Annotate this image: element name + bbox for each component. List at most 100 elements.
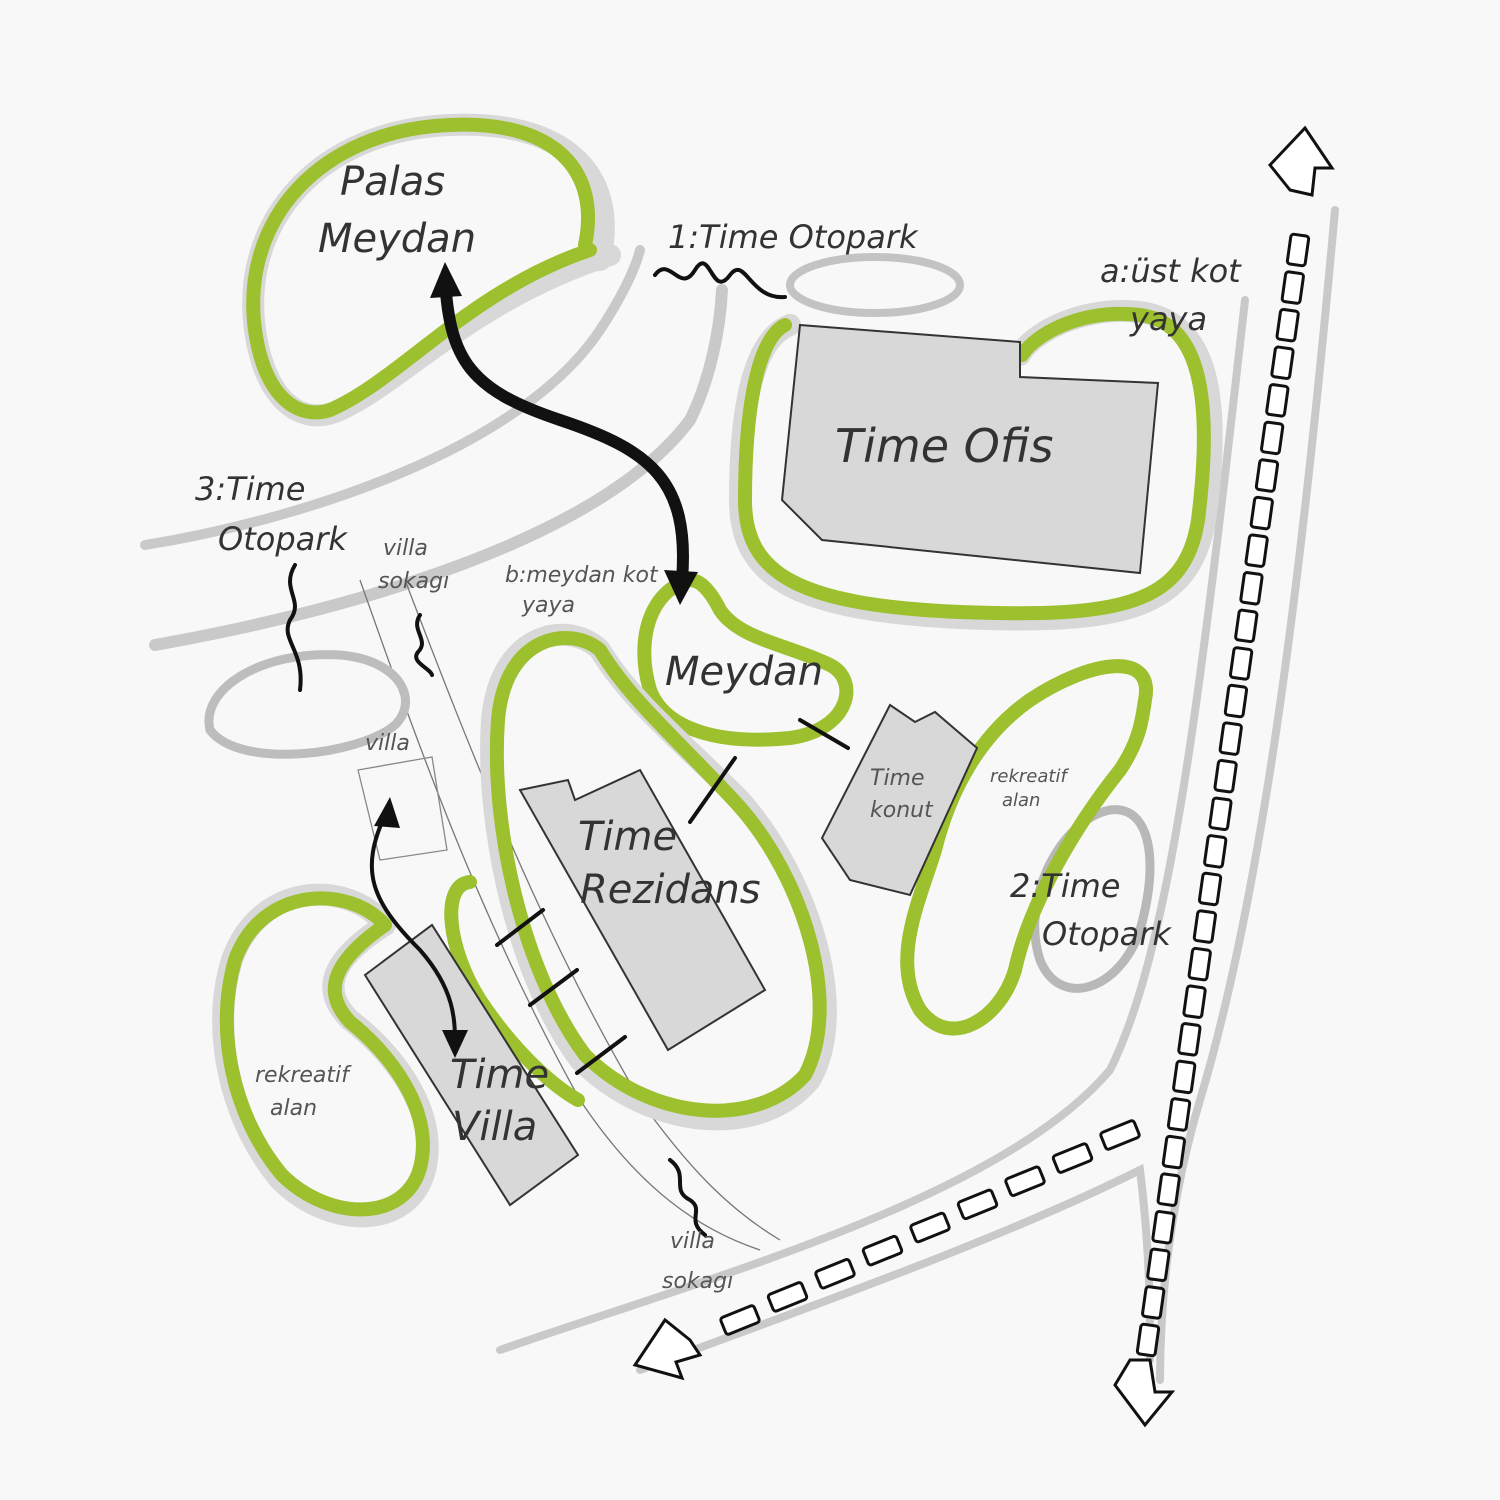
squiggle-arrow-otopark-1	[653, 261, 787, 300]
label-meydan-kot-yaya: yaya	[521, 593, 575, 618]
building-time-rezidans	[518, 768, 767, 1052]
label-otopark-3-line2: Otopark	[218, 520, 348, 558]
label-time-konut-1: Time	[870, 766, 925, 791]
label-meydan: Meydan	[665, 649, 823, 695]
building-time-konut	[820, 703, 979, 897]
double-arrow-rezidans-meydan	[688, 756, 737, 824]
pedestrian-dash-diagonal	[1004, 1165, 1046, 1197]
pedestrian-dash-vertical	[1187, 946, 1212, 982]
road-upper-curve	[140, 245, 645, 550]
pedestrian-dash-diagonal	[861, 1234, 904, 1267]
pedestrian-dash-diagonal	[956, 1188, 999, 1221]
label-rekreatif-right-2: alan	[1002, 790, 1040, 811]
pedestrian-dash-vertical	[1285, 232, 1311, 268]
label-villa-sokagi-top-1: villa	[383, 536, 428, 561]
pedestrian-paths	[719, 232, 1311, 1358]
pedestrian-dash-vertical	[1260, 420, 1285, 456]
pedestrian-dash-vertical	[1141, 1285, 1166, 1320]
label-ust-kot-yaya: yaya	[1129, 300, 1207, 338]
pedestrian-dash-vertical	[1192, 909, 1218, 944]
pedestrian-dash-diagonal	[909, 1211, 951, 1244]
label-villa-sokagi-bottom-1: villa	[670, 1229, 715, 1254]
label-rekreatif-left-2: alan	[270, 1096, 317, 1121]
pedestrian-dash-vertical	[1244, 533, 1269, 568]
pedestrian-dash-diagonal	[766, 1281, 809, 1313]
pedestrian-dash-vertical	[1280, 270, 1305, 305]
pedestrian-dash-vertical	[1172, 1059, 1197, 1095]
pedestrian-dash-vertical	[1156, 1172, 1181, 1207]
label-rekreatif-right-1: rekreatif	[990, 766, 1069, 787]
arrow-left-icon	[632, 1317, 703, 1381]
pedestrian-dash-vertical	[1228, 646, 1254, 681]
villa-walk-arrow	[369, 813, 457, 1047]
pedestrian-dash-vertical	[1249, 495, 1274, 531]
pedestrian-dash-vertical	[1223, 683, 1249, 719]
label-rekreatif-left-1: rekreatif	[255, 1063, 352, 1088]
pedestrian-dash-vertical	[1166, 1097, 1192, 1132]
double-arrow-2	[528, 968, 579, 1007]
label-ust-kot: a:üst kot	[1100, 252, 1242, 290]
label-time-rezidans-1: Time	[578, 814, 677, 860]
pedestrian-dash-vertical	[1151, 1210, 1176, 1245]
road-lower-curve	[149, 284, 728, 651]
pedestrian-dash-vertical	[1135, 1322, 1161, 1358]
label-villa: villa	[365, 731, 410, 756]
pedestrian-dash-diagonal	[1051, 1142, 1094, 1174]
label-time-konut-2: konut	[870, 798, 934, 823]
label-otopark-1: 1:Time Otopark	[668, 218, 919, 256]
road-right-inner	[496, 296, 1249, 1354]
label-villa-sokagi-bottom-2: sokagı	[662, 1269, 733, 1294]
main-walk-arrow	[439, 274, 689, 586]
label-villa-sokagi-top-2: sokagı	[378, 569, 449, 594]
labels: Palas Meydan 1:Time Otopark a:üst kot ya…	[195, 159, 1242, 1294]
building-villa-outline	[357, 756, 448, 861]
green-areas	[212, 113, 1223, 1228]
squiggle-arrow-villa-top	[414, 613, 434, 677]
arrow-down-icon	[1113, 1358, 1176, 1428]
circulation-arrows	[285, 261, 850, 1237]
green-rekreatif-right	[900, 659, 1153, 1036]
pedestrian-dash-vertical	[1161, 1134, 1186, 1170]
pedestrian-dash-vertical	[1239, 571, 1264, 606]
pedestrian-dash-diagonal	[1099, 1119, 1141, 1151]
pedestrian-dash-vertical	[1208, 796, 1233, 832]
parking-1-oval	[786, 253, 964, 317]
pedestrian-dash-vertical	[1234, 608, 1259, 644]
label-otopark-3-line1: 3:Time	[195, 470, 305, 508]
pedestrian-dash-diagonal	[719, 1304, 761, 1336]
pedestrian-dash-vertical	[1275, 307, 1300, 343]
pedestrian-dash-diagonal	[814, 1258, 856, 1290]
green-meydan	[637, 573, 854, 747]
arrowhead-up-icon	[430, 262, 462, 298]
villa-street-line-2	[404, 579, 781, 1241]
green-time-ofis	[737, 306, 1211, 621]
label-palas: Palas	[340, 159, 445, 205]
label-time-rezidans-2: Rezidans	[580, 867, 761, 913]
double-arrow-meydan-konut	[798, 718, 850, 750]
squiggle-arrow-villa-bottom	[668, 1158, 707, 1237]
pedestrian-dash-vertical	[1218, 721, 1243, 756]
arrowhead-down-icon	[664, 570, 698, 605]
label-meydan-kot: b:meydan kot	[505, 563, 659, 588]
label-meydan-palas: Meydan	[318, 216, 476, 262]
green-rekreatif-left	[219, 891, 430, 1217]
green-time-rezidans	[489, 631, 827, 1118]
double-arrow-3	[575, 1035, 627, 1075]
parking-3-oval	[204, 650, 410, 759]
pedestrian-dash-vertical	[1146, 1247, 1171, 1283]
label-otopark-2-line1: 2:Time	[1010, 867, 1120, 905]
pedestrian-dash-vertical	[1213, 758, 1238, 794]
double-arrow-1	[495, 908, 545, 947]
pedestrian-dash-vertical	[1265, 383, 1290, 418]
pedestrian-dash-vertical	[1177, 1022, 1202, 1057]
villa-street-line-1	[359, 579, 761, 1251]
label-otopark-2-line2: Otopark	[1042, 915, 1172, 953]
squiggle-arrow-otopark-3	[285, 563, 303, 692]
label-time-ofis: Time Ofis	[835, 419, 1054, 473]
label-time-villa-2: Villa	[452, 1104, 537, 1150]
green-palas-meydan	[246, 117, 597, 420]
pedestrian-dash-vertical	[1197, 871, 1223, 907]
pedestrian-dash-vertical	[1182, 984, 1207, 1019]
